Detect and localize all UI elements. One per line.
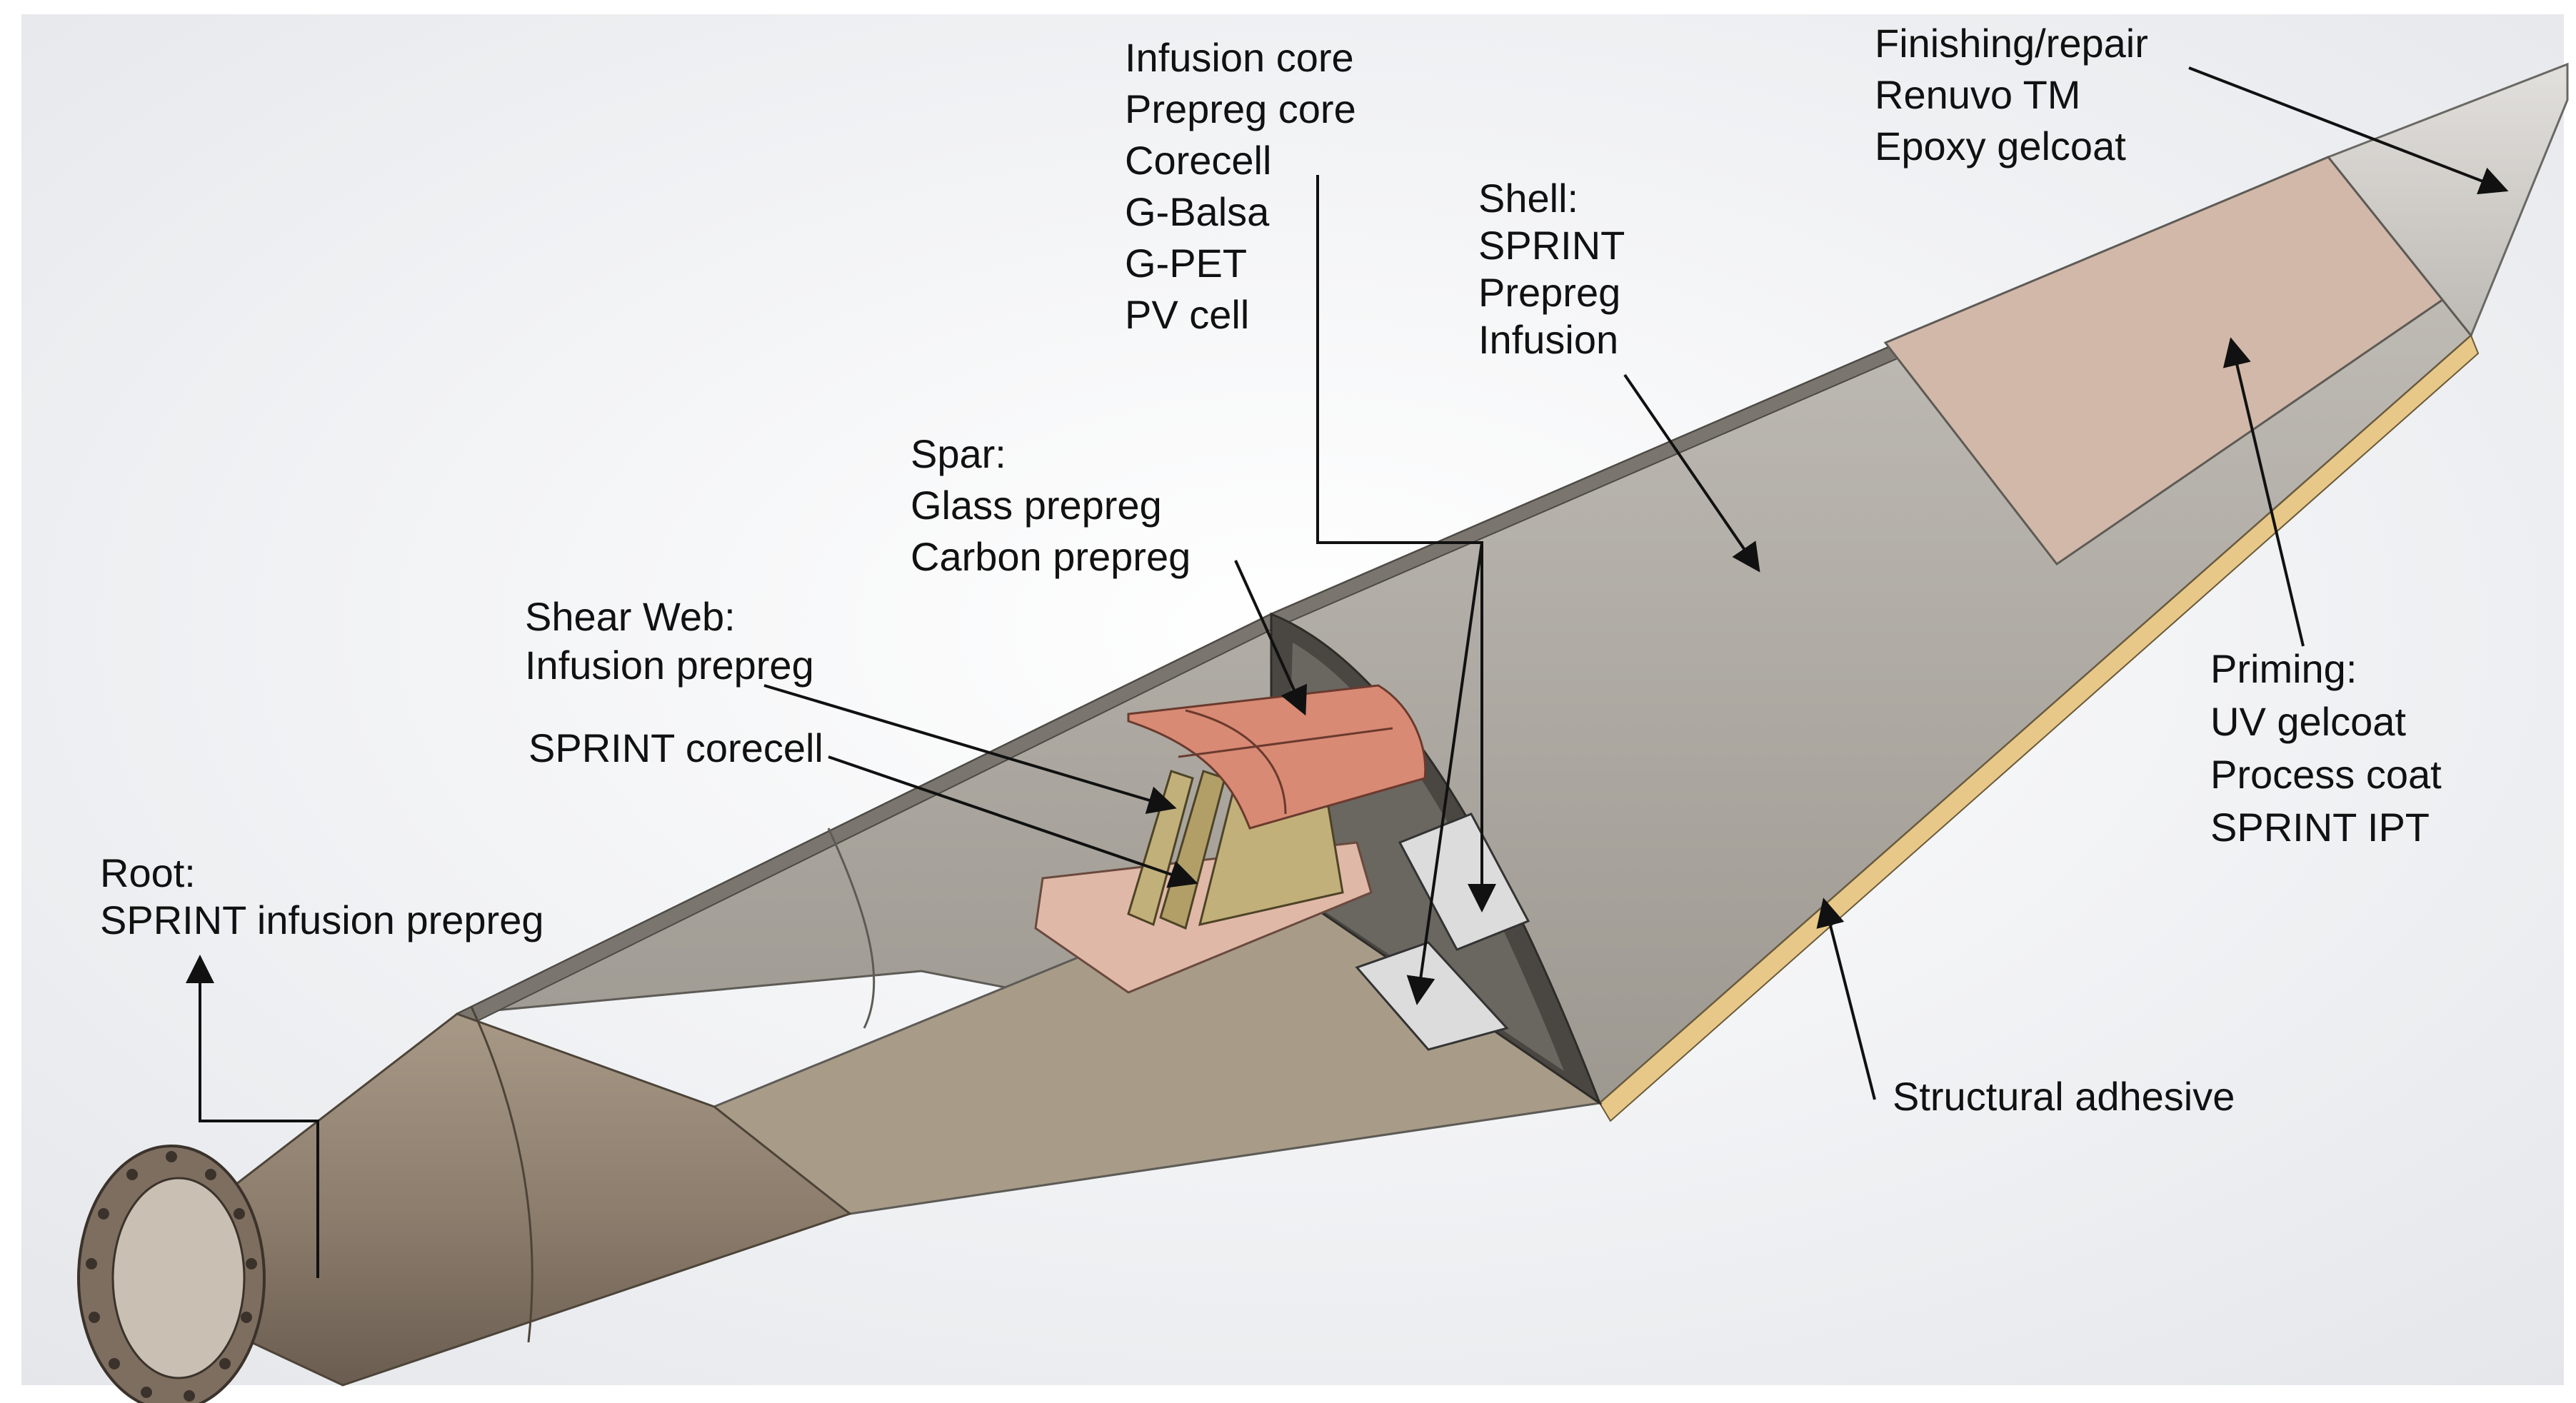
shell-label: Shell: SPRINT Prepreg Infusion [1478, 175, 1625, 363]
priming-label: Priming: UV gelcoat Process coat SPRINT … [2210, 643, 2442, 854]
leader-shell [1623, 373, 1760, 573]
label-line: Finishing/repair [1875, 21, 2148, 66]
leader-lines [186, 66, 2509, 1278]
label-line: G-Balsa [1125, 189, 1270, 234]
leader-spar [1234, 560, 1308, 716]
core-panel-1 [1398, 813, 1530, 951]
leader-root [186, 955, 319, 1278]
spar-cap-seam [1185, 709, 1287, 815]
label-line: Priming: [2210, 646, 2357, 691]
label-line: Carbon prepreg [911, 534, 1191, 579]
label-line: PV cell [1125, 292, 1250, 337]
leader-priming [2222, 337, 2305, 647]
finishing-band [1883, 156, 2445, 566]
root-flange-inner [111, 1177, 246, 1379]
label-line: Prepreg [1478, 270, 1621, 315]
label-line: UV gelcoat [2210, 699, 2406, 744]
label-line: G-PET [1125, 241, 1248, 286]
label-line: SPRINT IPT [2210, 805, 2430, 850]
finishing-label: Finishing/repair Renuvo TM Epoxy gelcoat [1875, 18, 2148, 172]
leader-sprint-corecell [828, 755, 1198, 888]
label-line: Process coat [2210, 752, 2442, 797]
label-line: SPRINT infusion prepreg [100, 897, 544, 942]
label-line: Prepreg core [1125, 86, 1356, 131]
infusion-core-label: Infusion core Prepreg core Corecell G-Ba… [1125, 32, 1356, 341]
spar-cap [1127, 684, 1427, 830]
spar-label: Spar: Glass prepreg Carbon prepreg [911, 428, 1191, 583]
root-label: Root: SPRINT infusion prepreg [100, 850, 544, 944]
root-tube-joint [470, 1006, 533, 1343]
label-line: Glass prepreg [911, 483, 1162, 528]
label-line: Infusion core [1125, 35, 1354, 80]
label-line: Shell: [1478, 176, 1579, 221]
shear-web-label: Shear Web: Infusion prepreg [525, 593, 814, 690]
leader-shear-web [763, 684, 1177, 815]
label-line: Structural adhesive [1893, 1074, 2235, 1119]
label-line: Root: [100, 850, 196, 895]
leader-infusion-core-2 [1406, 542, 1483, 1005]
structural-adhesive-label: Structural adhesive [1893, 1071, 2235, 1122]
label-line: Infusion prepreg [525, 643, 814, 688]
leader-infusion-core [1316, 175, 1496, 912]
shell-joint-line [827, 828, 876, 1029]
label-line: Shear Web: [525, 594, 736, 639]
label-line: Infusion [1478, 317, 1619, 362]
leader-finishing [2188, 66, 2509, 195]
label-line: Epoxy gelcoat [1875, 124, 2126, 169]
leader-adhesive [1816, 897, 1876, 1100]
label-line: SPRINT corecell [528, 725, 823, 770]
label-line: Renuvo TM [1875, 72, 2081, 117]
spar-cap-seam-2 [1178, 727, 1393, 758]
label-line: SPRINT [1478, 223, 1625, 268]
label-line: Corecell [1125, 138, 1272, 183]
label-line: Spar: [911, 431, 1006, 476]
root-bolt-holes [86, 1151, 257, 1402]
sprint-corecell-label: SPRINT corecell [528, 723, 823, 774]
